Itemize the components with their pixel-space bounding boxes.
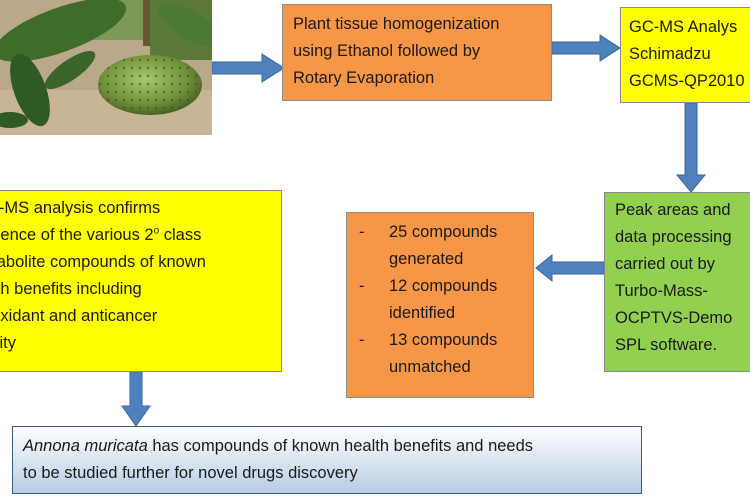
processing-line: carried out by xyxy=(615,255,715,273)
confirmation-line: C-MS analysis confirms xyxy=(0,199,161,217)
gcms-line: GCMS-QP2010 xyxy=(629,72,745,90)
confirmation-text: class xyxy=(159,226,202,244)
arrow-confirmation-to-summary xyxy=(121,371,151,427)
compound-status: unmatched xyxy=(389,358,471,376)
confirmation-line: alth benefits including xyxy=(0,280,142,298)
extraction-line: using Ethanol followed by xyxy=(293,42,481,60)
extraction-line: Rotary Evaporation xyxy=(293,69,435,87)
compound-status: identified xyxy=(389,304,456,322)
fruit-photo xyxy=(0,0,212,135)
compound-item: - 12 compounds identified xyxy=(353,273,527,327)
arrow-photo-to-extraction xyxy=(211,53,285,83)
processing-box: Peak areas and data processing carried o… xyxy=(604,192,750,372)
processing-line: data processing xyxy=(615,228,732,246)
compound-status: generated xyxy=(389,250,464,268)
compound-count: 25 compounds xyxy=(389,223,498,241)
summary-text: has compounds of known health benefits a… xyxy=(147,437,534,455)
confirmation-line: etabolite compounds of known xyxy=(0,253,206,271)
confirmation-box: C-MS analysis confirms esence of the var… xyxy=(0,190,282,372)
arrow-processing-to-compounds xyxy=(535,253,605,283)
bullet-dash: - xyxy=(359,277,365,295)
arrow-extraction-to-gcms xyxy=(551,34,621,62)
summary-line: Annona muricata has compounds of known h… xyxy=(23,433,631,460)
gcms-line: GC-MS Analys xyxy=(629,18,738,36)
summary-box: Annona muricata has compounds of known h… xyxy=(12,426,642,494)
arrow-gcms-to-processing xyxy=(675,102,707,193)
processing-line: Peak areas and xyxy=(615,201,731,219)
compounds-box: - 25 compounds generated - 12 compounds id… xyxy=(346,212,534,398)
summary-line: to be studied further for novel drugs di… xyxy=(23,464,358,482)
species-name: Annona muricata xyxy=(23,437,148,455)
bullet-dash: - xyxy=(359,331,365,349)
compound-count: 13 compounds xyxy=(389,331,498,349)
processing-line: SPL software. xyxy=(615,336,718,354)
compound-item: - 25 compounds generated xyxy=(353,219,527,273)
bullet-dash: - xyxy=(359,223,365,241)
confirmation-text: esence of the various 2 xyxy=(0,226,154,244)
confirmation-line: tivity xyxy=(0,334,16,352)
confirmation-line: esence of the various 2o class xyxy=(0,222,281,249)
processing-line: OCPTVS-Demo xyxy=(615,309,733,327)
gcms-line: Schimadzu xyxy=(629,45,711,63)
compound-item: - 13 compounds unmatched xyxy=(353,327,527,381)
gcms-box: GC-MS Analys Schimadzu GCMS-QP2010 xyxy=(620,7,750,103)
confirmation-line: tioxidant and anticancer xyxy=(0,307,158,325)
compound-count: 12 compounds xyxy=(389,277,498,295)
extraction-box: Plant tissue homogenization using Ethano… xyxy=(282,4,552,101)
extraction-line: Plant tissue homogenization xyxy=(293,15,500,33)
processing-line: Turbo-Mass- xyxy=(615,282,708,300)
confirmation-superscript: o xyxy=(153,225,160,237)
